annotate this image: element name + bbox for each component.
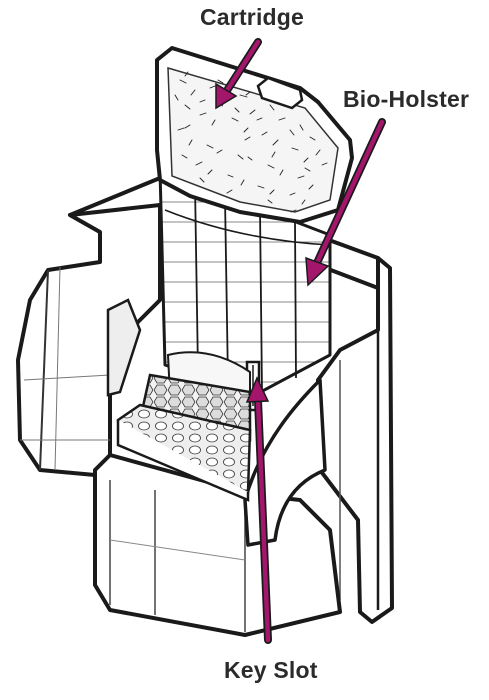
callout-bio-holster	[305, 118, 386, 287]
bio-holster-label: Bio-Holster	[343, 86, 470, 112]
cartridge	[155, 46, 354, 224]
key-slot-label: Key Slot	[224, 657, 318, 683]
bio-holster	[158, 168, 332, 397]
intake-tray	[116, 351, 252, 502]
callout-key-slot	[245, 376, 272, 644]
callout-cartridge	[215, 38, 262, 110]
cartridge-label: Cartridge	[200, 4, 305, 30]
